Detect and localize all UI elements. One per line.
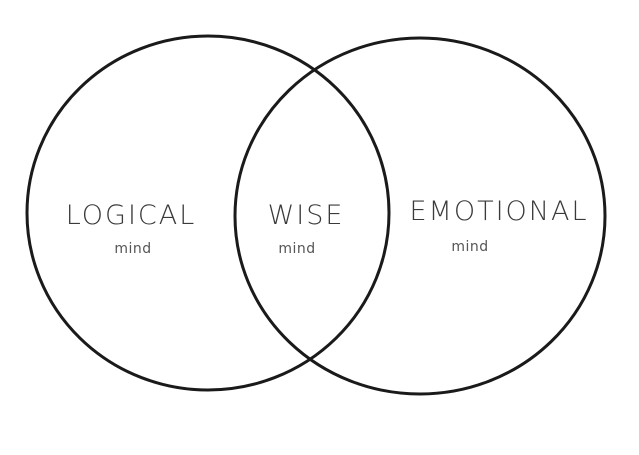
emotional-mind-circle bbox=[233, 36, 607, 396]
emotional-label: EMOTIONAL bbox=[409, 196, 588, 227]
wise-label: WISE bbox=[268, 200, 345, 231]
logical-sublabel: mind bbox=[114, 241, 151, 257]
wise-sublabel: mind bbox=[278, 241, 315, 257]
logical-mind-circle bbox=[25, 34, 391, 392]
emotional-sublabel: mind bbox=[451, 239, 488, 255]
logical-label: LOGICAL bbox=[66, 200, 197, 231]
